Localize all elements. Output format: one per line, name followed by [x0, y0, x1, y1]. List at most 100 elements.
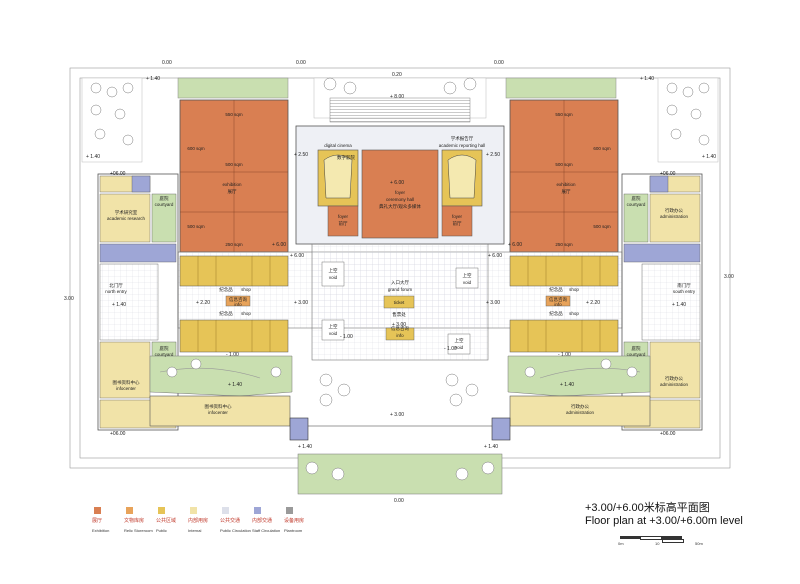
level-right: 3.00 — [724, 274, 734, 280]
scale-start: 0m — [618, 541, 624, 546]
legend-swatch — [94, 507, 101, 514]
hall-area-500b: 500 sqm — [187, 224, 205, 229]
ticket-label: ticket — [394, 300, 405, 305]
exhibition-right-label: exhibition — [556, 182, 576, 187]
north-entry-zh: 北门厅 — [109, 282, 123, 289]
hall-area-500d: 500 sqm — [593, 224, 611, 229]
courtyard-bl-zh: 庭院 — [160, 345, 169, 352]
garden-left — [149, 355, 293, 397]
legend-swatch — [126, 507, 133, 514]
admin-bar — [509, 395, 651, 427]
tree-symbols — [90, 77, 710, 481]
foyer-right-label: foyer — [452, 214, 463, 219]
level-p600-l: + 6.00 — [272, 242, 286, 248]
foyer-right-zh: 前厅 — [453, 220, 462, 227]
ceremony-hall-zh: 典礼大厅/观众多媒体 — [379, 203, 421, 210]
info-center-label: info — [396, 333, 404, 338]
courtyard-tr-zh: 庭院 — [632, 195, 641, 202]
void-4-zh: 上空 — [455, 337, 464, 343]
legend-swatch — [254, 507, 261, 514]
library-l-zh: 图书资料中心 — [113, 379, 140, 386]
level-p600-cr: + 6.00 — [488, 253, 502, 259]
level-p600-wl: +06.00 — [110, 171, 126, 177]
level-bottom: 0.00 — [394, 498, 404, 504]
legend-label-en: Public — [156, 528, 167, 533]
shop-right-1-label: shop — [569, 287, 579, 292]
level-p300-f: + 3.00 — [390, 412, 404, 418]
shop-left-2-zh: 纪念品 — [219, 310, 233, 317]
scale-bar — [620, 536, 700, 543]
stair-central — [329, 97, 471, 123]
level-p140-bl: + 1.40 — [298, 444, 312, 450]
plan-title-en: Floor plan at +3.00/+6.00m level — [585, 515, 743, 527]
shop-strip-left-top — [179, 255, 289, 287]
admin-b-label: administration — [566, 410, 595, 415]
courtyard-br-zh: 庭院 — [632, 345, 641, 352]
garden-strip-right — [505, 77, 617, 99]
level-p140-gl: + 1.40 — [228, 382, 242, 388]
south-entry-zh: 南门厅 — [677, 282, 691, 289]
hall-area-250b: 250 sqm — [555, 242, 573, 247]
level-p800: + 8.00 — [390, 94, 404, 100]
research-label: academic research — [107, 216, 146, 221]
info-desk-center — [385, 327, 415, 341]
level-p600-bl: +06.00 — [110, 431, 126, 437]
hall-area-600b: 600 sqm — [593, 146, 611, 151]
legend-swatch — [286, 507, 293, 514]
legend-label-en: Relic Storeroom — [124, 528, 153, 533]
legend-label-zh: 展厅 — [92, 518, 103, 524]
info-center-zh: 信息咨询 — [391, 325, 409, 332]
void-3-zh: 上空 — [329, 323, 338, 329]
admin-br-label: administration — [660, 382, 689, 387]
level-p250-r: + 2.50 — [486, 152, 500, 158]
level-p600-wr: +06.00 — [660, 171, 676, 177]
academic-hall-zh: 学术报告厅 — [451, 135, 474, 142]
legend-label-en: Staff Circulation — [252, 528, 281, 533]
level-m100-l: - 1.00 — [226, 352, 239, 358]
level-p140-br: + 1.40 — [484, 444, 498, 450]
ceremony-hall — [361, 149, 439, 239]
level-p220-r: + 2.20 — [586, 300, 600, 306]
level-p600-center: + 6.00 — [390, 180, 404, 186]
foyer-left-zh: 前厅 — [339, 220, 348, 227]
foyer-left — [327, 205, 359, 237]
level-p600-cl: + 6.00 — [290, 253, 304, 259]
info-left-label: info — [234, 302, 242, 307]
info-left-zh: 信息咨询 — [229, 296, 247, 303]
legend-swatch — [190, 507, 197, 514]
level-m100-c2: - 1.00 — [444, 346, 457, 352]
academic-hall-label: academic reporting hall — [439, 143, 486, 148]
void-2-label: void — [463, 280, 472, 285]
level-top-020: 0.20 — [392, 72, 402, 78]
legend-label-zh: 设备用房 — [284, 518, 305, 524]
level-left: 3.00 — [64, 296, 74, 302]
void-4 — [447, 333, 471, 355]
foyer-left-label: foyer — [338, 214, 349, 219]
level-p220-l: + 2.20 — [196, 300, 210, 306]
legend-label-en: Public Circulation — [220, 528, 251, 533]
garden-strip-left — [177, 77, 289, 99]
courtyard-tl-zh: 庭院 — [160, 195, 169, 202]
shop-left-2-label: shop — [241, 311, 251, 316]
legend-swatch — [158, 507, 165, 514]
legend-swatch — [222, 507, 229, 514]
foyer-right — [441, 205, 473, 237]
void-3-label: void — [329, 331, 338, 336]
level-p250-l: + 2.50 — [294, 152, 308, 158]
void-2-zh: 上空 — [463, 272, 472, 278]
legend-label-zh: 内部用房 — [188, 518, 209, 524]
void-1-zh: 上空 — [329, 267, 338, 273]
exhibition-left-zh: 展厅 — [228, 189, 237, 195]
exhibition-right-zh: 展厅 — [562, 189, 571, 195]
void-1-label: void — [329, 275, 338, 280]
level-top-mid: 0.00 — [296, 60, 306, 66]
void-1 — [321, 261, 345, 287]
